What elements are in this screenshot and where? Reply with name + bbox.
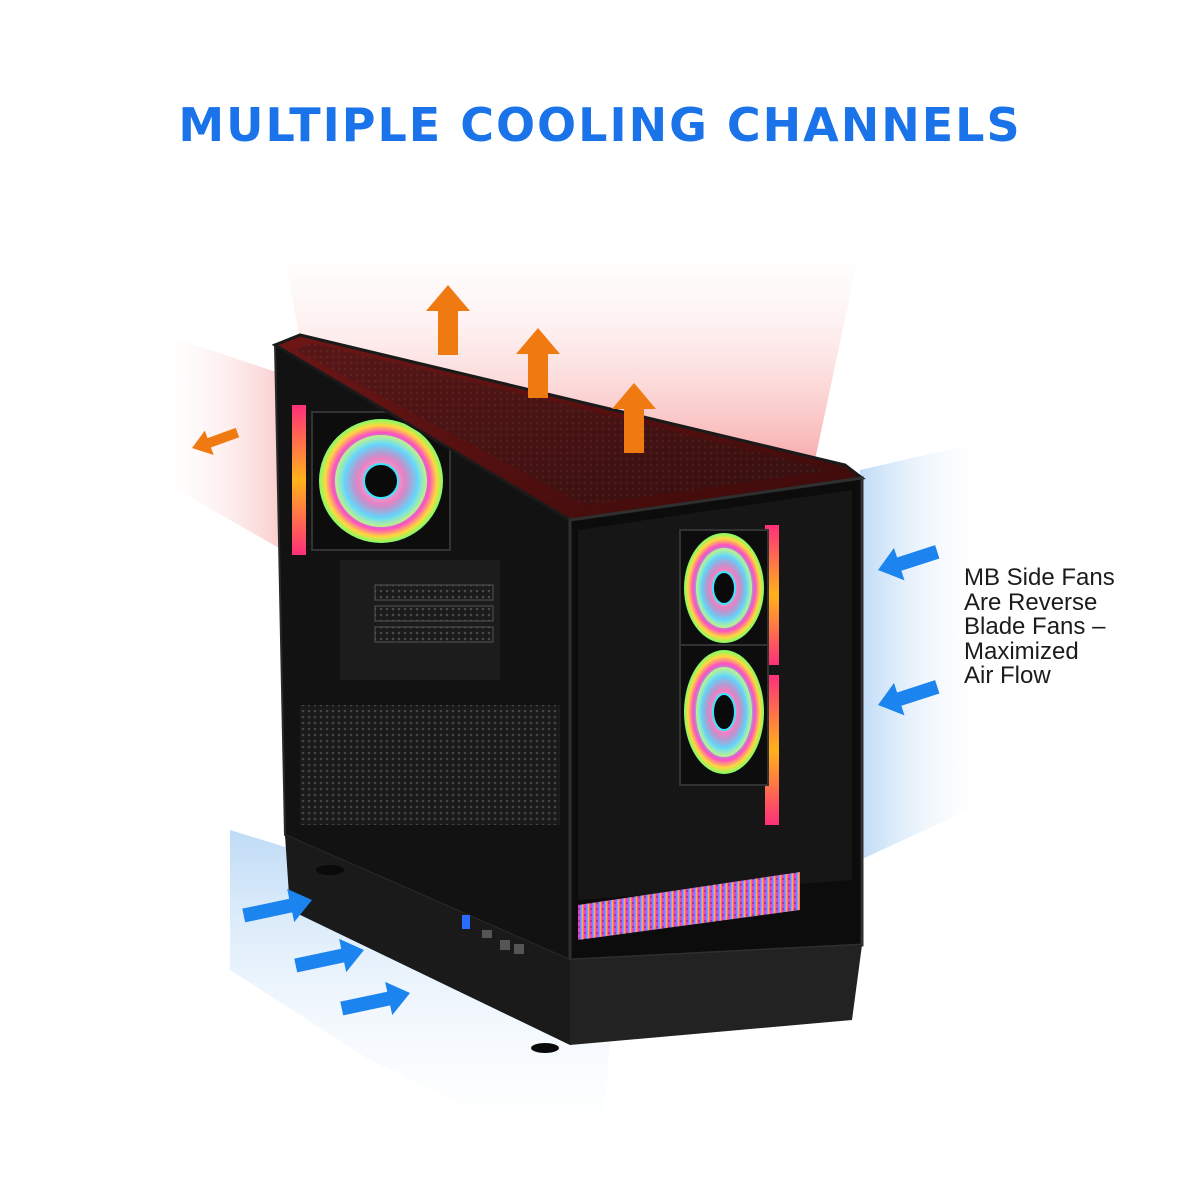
caption-line: Blade Fans – xyxy=(964,613,1106,640)
caption-line: MB Side Fans xyxy=(964,564,1115,591)
page-title: MULTIPLE COOLING CHANNELS xyxy=(178,98,1022,152)
arrow-right-icon xyxy=(340,981,410,1016)
side-intake-fan-top xyxy=(679,529,769,651)
case-foot-right xyxy=(531,1043,559,1053)
arrow-up-icon xyxy=(612,383,656,453)
caption-line: Maximized xyxy=(964,637,1079,665)
case-base-front xyxy=(570,945,862,1045)
arrow-up-icon xyxy=(516,328,560,398)
side-fans-caption: MB Side Fans Are Reverse Blade Fans – Ma… xyxy=(964,564,1184,689)
side-intake-fan-bottom xyxy=(679,644,769,786)
pci-slot-3 xyxy=(374,626,494,643)
arrow-right-icon xyxy=(294,938,364,973)
pci-slot-2 xyxy=(374,605,494,622)
caption-line: Air Flow xyxy=(964,662,1051,689)
rear-exhaust-heat-glow xyxy=(150,330,300,560)
psu-shroud xyxy=(300,705,560,825)
arrow-left-icon xyxy=(878,545,940,581)
case-base-left xyxy=(285,835,570,1045)
arrow-up-icon xyxy=(426,285,470,355)
caption-line: Are Reverse xyxy=(964,588,1098,616)
front-io-ports xyxy=(462,915,524,954)
arrow-right-icon xyxy=(242,888,312,923)
rear-rgb-strip xyxy=(292,405,306,555)
arrow-up-left-icon xyxy=(192,427,240,455)
pci-slot-1 xyxy=(374,584,494,601)
front-rgb-bar xyxy=(578,872,800,940)
top-mesh-texture xyxy=(295,343,830,505)
arrow-left-icon xyxy=(878,680,940,716)
side-intake-cool-glow xyxy=(860,440,990,860)
case-foot-left xyxy=(316,865,344,875)
